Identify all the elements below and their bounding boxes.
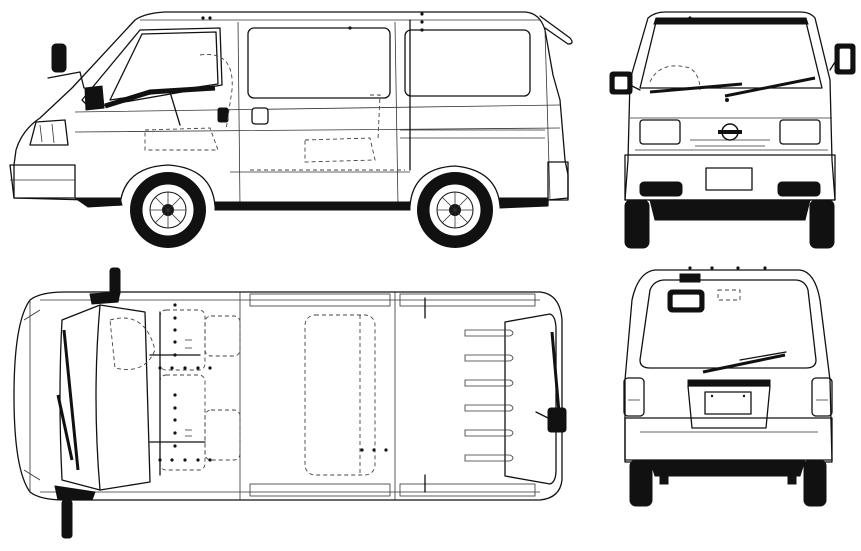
top-rear-bench-dashed	[304, 314, 376, 476]
front-wheel-right-icon	[809, 199, 835, 249]
front-view	[609, 11, 856, 249]
side-headlamp	[29, 119, 69, 146]
top-driver-seat-dashed	[159, 309, 206, 371]
rear-wheel-right-icon	[803, 459, 827, 507]
rear-wiper-icon	[702, 353, 786, 374]
rear-bumper	[624, 417, 833, 461]
front-headlamp-right	[779, 119, 821, 145]
rear-view	[623, 266, 833, 507]
rear-lamp-left	[623, 377, 645, 417]
side-front-seat-dashed	[144, 53, 233, 151]
side-rear-wheel-icon	[417, 172, 493, 248]
front-fog-left	[639, 181, 683, 197]
top-dimension-lines	[149, 297, 426, 493]
rear-lamp-right	[811, 377, 833, 417]
side-rear-bumper	[547, 161, 569, 201]
front-windshield	[639, 21, 823, 89]
side-front-bumper	[9, 164, 76, 199]
side-door-seams	[237, 21, 551, 207]
front-emblem-icon	[718, 123, 742, 141]
top-windshield	[59, 304, 101, 491]
front-fog-right	[777, 181, 821, 197]
side-front-wheel-icon	[130, 172, 206, 248]
rear-window	[639, 279, 817, 369]
rear-plate-recess	[687, 385, 771, 429]
side-body-stripe	[400, 129, 545, 139]
top-steering-dashed	[109, 317, 156, 370]
side-dimension-lines	[169, 19, 411, 171]
side-rear-seat-dashed	[304, 94, 381, 163]
rear-body-outline	[624, 269, 833, 463]
side-body-outline	[13, 11, 569, 207]
front-body-outline	[624, 11, 836, 201]
front-wiper-right-icon	[724, 76, 816, 98]
top-mirror-right-icon	[61, 499, 73, 539]
top-rear-mirror-icon	[547, 407, 567, 433]
front-bumper	[624, 154, 836, 201]
side-mirror-icon	[51, 43, 67, 73]
rear-license-plate	[704, 391, 752, 415]
side-trim-lines	[74, 104, 561, 173]
top-passenger-seat-dashed	[159, 374, 206, 471]
side-view	[9, 11, 573, 248]
top-wiper-right-icon	[56, 394, 74, 461]
side-rear-spoiler	[539, 15, 573, 45]
front-wheel-left-icon	[624, 199, 650, 249]
front-headlamp-left	[639, 119, 681, 145]
side-rear-window	[404, 29, 531, 97]
top-wiper-left-icon	[62, 329, 80, 471]
side-dash-blackout	[104, 85, 216, 109]
top-rear-window	[504, 313, 557, 485]
top-roof-front-panel	[99, 304, 151, 491]
rear-wheel-left-icon	[629, 459, 653, 507]
front-wiper-left-icon	[649, 82, 743, 94]
top-dimension-dots	[158, 303, 388, 462]
side-middle-window	[247, 27, 391, 99]
side-door-handle	[217, 107, 229, 123]
top-view	[13, 267, 567, 539]
side-slide-handle	[251, 107, 269, 125]
front-grille	[690, 139, 770, 147]
top-roof-ribs	[464, 329, 514, 462]
front-license-plate	[705, 167, 753, 191]
